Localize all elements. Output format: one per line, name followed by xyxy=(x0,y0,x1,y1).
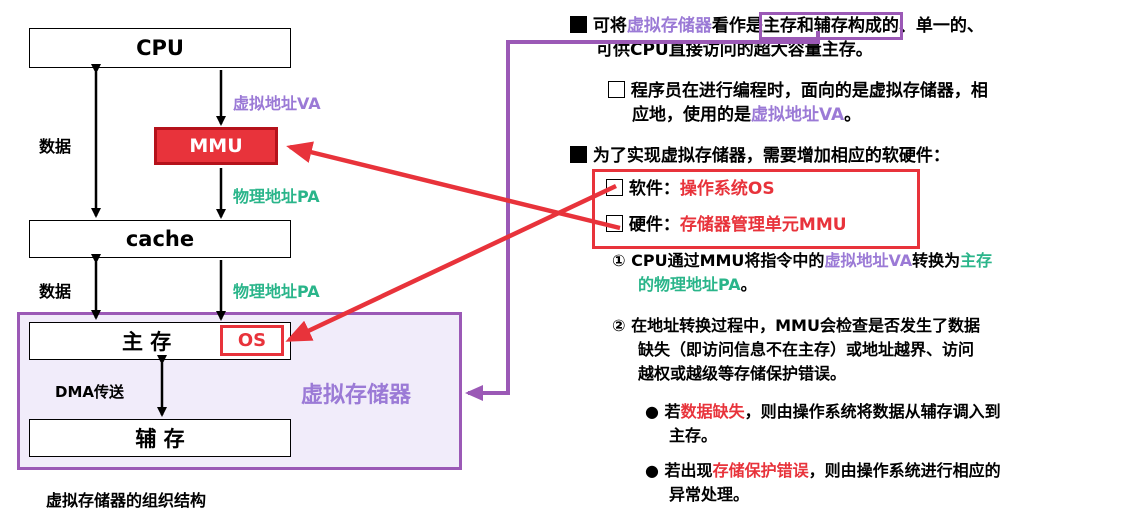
software-hardware-box xyxy=(592,169,920,249)
physical-address-label-2: 物理地址PA xyxy=(233,282,320,301)
diagram-caption: 虚拟存储器的组织结构 xyxy=(46,491,207,510)
point-2: 程序员在进行编程时，面向的是虚拟存储器，相 应地，使用的是虚拟地址VA。 xyxy=(608,79,1128,127)
mmu-box: MMU xyxy=(154,127,278,165)
square-bullet-icon xyxy=(570,16,587,33)
step-2: ② 在地址转换过程中，MMU会检查是否发生了数据 缺失（即访问信息不在主存）或地… xyxy=(612,316,980,383)
dot-bullet-icon: ● xyxy=(645,461,659,480)
point-1: 可将虚拟存储器看作是主存和辅存构成的、单一的、 可供CPU直接访问的超大容量主存… xyxy=(570,12,1130,62)
cpu-box: CPU xyxy=(29,28,291,68)
dot-bullet-icon: ● xyxy=(645,402,659,421)
red-arrow-to-mmu xyxy=(286,141,621,231)
bullet-protection-error: ● 若出现存储保护错误，则由操作系统进行相应的 异常处理。 xyxy=(645,461,1001,504)
main-memory-label: 主 存 xyxy=(122,330,172,354)
purple-connector xyxy=(465,31,820,401)
hardware-item: 硬件：存储器管理单元MMU xyxy=(606,213,916,237)
data-label-top: 数据 xyxy=(39,137,72,156)
os-box: OS xyxy=(220,325,284,356)
aux-memory-box: 辅 存 xyxy=(29,419,291,457)
virtual-address-label: 虚拟地址VA xyxy=(233,94,321,113)
step-1: ① CPU通过MMU将指令中的虚拟地址VA转换为主存 的物理地址PA。 xyxy=(612,251,993,294)
virtual-memory-label: 虚拟存储器 xyxy=(301,383,412,408)
square-bullet-icon xyxy=(570,146,587,163)
cache-box: cache xyxy=(29,220,291,258)
point-3: 为了实现虚拟存储器，需要增加相应的软硬件： xyxy=(570,144,1130,168)
bullet-data-missing: ● 若数据缺失，则由操作系统将数据从辅存调入到 主存。 xyxy=(645,402,1001,445)
physical-address-label: 物理地址PA xyxy=(233,187,320,206)
data-label-mid: 数据 xyxy=(39,282,72,301)
red-arrow-to-os xyxy=(285,183,617,343)
highlighted-phrase: 主存和辅存构成的 xyxy=(758,12,903,40)
dma-transfer-label: DMA传送 xyxy=(55,383,124,401)
square-open-bullet-icon xyxy=(608,81,625,98)
software-item: 软件：操作系统OS xyxy=(606,177,916,201)
